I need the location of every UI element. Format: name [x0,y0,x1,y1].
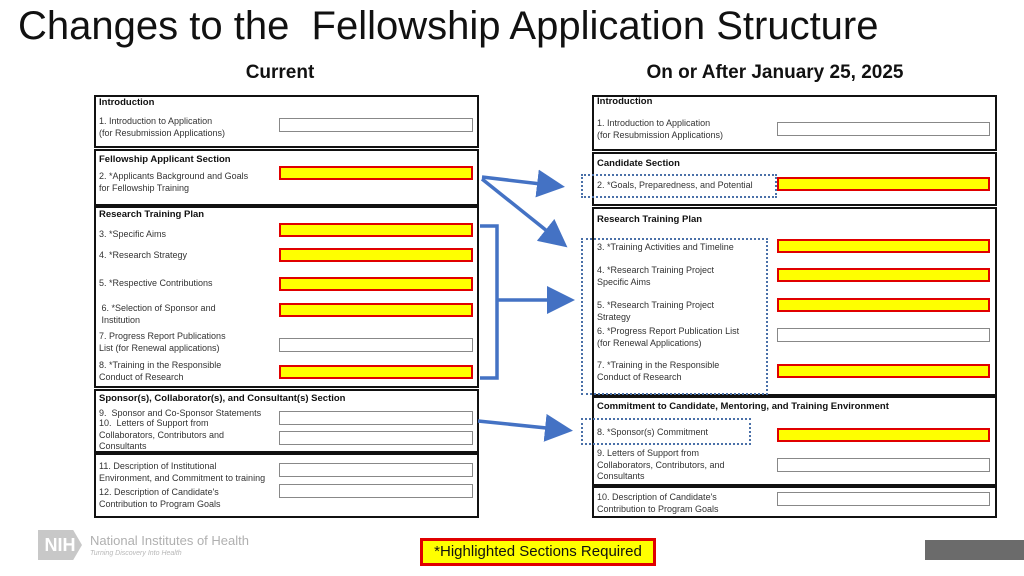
nih-logo: NIH [38,530,82,560]
attachment-field [279,338,473,352]
attachment-field [279,431,473,445]
attachment-field [777,122,990,136]
section-title: Research Training Plan [597,214,703,225]
required-attachment-field [777,428,990,442]
item-label: 7. Progress Report Publications List (fo… [99,331,226,353]
dotted-highlight-training [581,238,768,395]
item-label: 11. Description of Institutional Environ… [99,461,266,483]
item-label: 5. *Respective Contributions [99,278,213,288]
item-label: 12. Description of Candidate's Contribut… [99,487,221,509]
item-label: 6. *Progress Report Publication List (fo… [597,326,740,348]
attachment-field [777,328,990,342]
decorative-bar [925,540,1024,560]
legend: *Highlighted Sections Required [420,538,656,566]
item-label: 8. *Training in the Responsible Conduct … [99,360,222,382]
item-label: 4. *Research Training Project Specific A… [597,265,715,287]
attachment-field [279,484,473,498]
item-label: 3. *Training Activities and Timeline [597,242,734,252]
section-title: Introduction [597,96,653,107]
item-label: 1. Introduction to Application (for Resu… [99,116,226,138]
attachment-field [279,463,473,477]
attachment-field [279,411,473,425]
current-section [94,149,479,206]
current-heading: Current [245,62,315,83]
dotted-highlight-commitment [581,418,751,445]
item-label: 9. Sponsor and Co-Sponsor Statements [99,408,262,418]
item-label: 6. *Selection of Sponsor and Institution [101,303,216,325]
required-attachment-field [279,166,473,180]
item-label: 2. *Goals, Preparedness, and Potential [597,180,753,190]
attachment-field [279,118,473,132]
item-label: 2. *Applicants Background and Goals for … [99,171,249,193]
item-label: 3. *Specific Aims [99,229,167,239]
attachment-field [777,492,990,506]
item-label: 8. *Sponsor(s) Commitment [597,427,709,437]
required-attachment-field [777,298,990,312]
item-label: 4. *Research Strategy [99,250,188,260]
slide-title: Changes to the Fellowship Application St… [18,4,879,48]
section-title: Candidate Section [597,158,680,169]
required-attachment-field [777,177,990,191]
arrow-to-commitment [477,413,573,442]
item-label: 7. *Training in the Responsible Conduct … [597,360,720,382]
new-section [592,152,997,206]
arrow-to-training-plan [480,177,568,248]
new-heading: On or After January 25, 2025 [646,62,904,83]
new-section [592,207,997,396]
arrow-to-candidate [481,169,565,198]
item-label: 9. Letters of Support from Collaborators… [597,448,725,481]
required-attachment-field [777,364,990,378]
required-attachment-field [279,277,473,291]
required-attachment-field [279,303,473,317]
item-label: 10. Letters of Support from Collaborator… [99,418,225,451]
current-section [94,453,479,518]
required-attachment-field [777,239,990,253]
org-name: National Institutes of Health [90,533,249,548]
dotted-highlight-candidate [581,174,777,198]
section-title: Fellowship Applicant Section [99,154,231,165]
new-section [592,95,997,151]
required-attachment-field [279,365,473,379]
item-label: 10. Description of Candidate's Contribut… [597,492,719,514]
attachment-field [777,458,990,472]
org-tagline: Turning Discovery Into Health [90,550,182,557]
section-title: Commitment to Candidate, Mentoring, and … [597,401,889,412]
current-section [94,206,479,388]
section-title: Research Training Plan [99,209,205,220]
required-attachment-field [279,248,473,262]
required-attachment-field [777,268,990,282]
item-label: 1. Introduction to Application (for Resu… [597,118,724,140]
section-title: Sponsor(s), Collaborator(s), and Consult… [99,393,346,404]
new-section [592,396,997,486]
required-attachment-field [279,223,473,237]
new-section [592,486,997,518]
current-section [94,95,479,148]
item-label: 5. *Research Training Project Strategy [597,300,715,322]
bracket [480,224,499,380]
section-title: Introduction [99,97,155,108]
